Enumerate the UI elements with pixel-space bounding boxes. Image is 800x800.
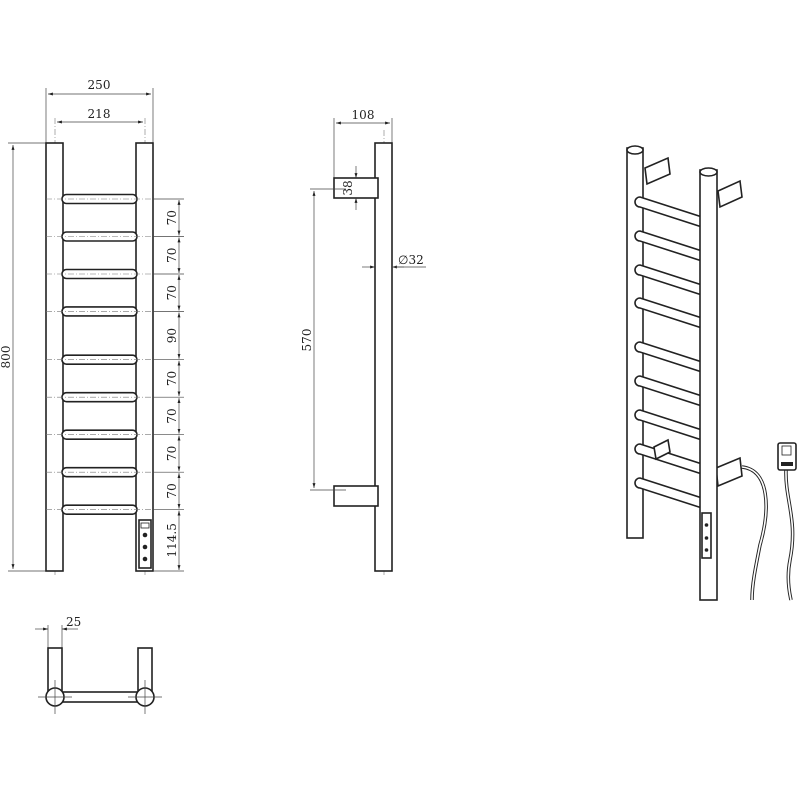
iso-towel-bar [634, 443, 703, 476]
front-view: 250 218 800 70 70 70 90 70 70 70 70 114.5 [0, 78, 184, 575]
dim-bar-spacing: 90 [165, 328, 179, 343]
dim-bar-spacing: 70 [165, 446, 179, 461]
iso-bracket-top-left [644, 156, 671, 186]
dim-bar-spacing: 70 [165, 371, 179, 386]
isometric-view [626, 145, 797, 601]
dim-bar-spacing: 70 [165, 248, 179, 263]
bottom-bracket [333, 485, 379, 507]
dim-center-width: 218 [88, 107, 111, 121]
iso-towel-bar [634, 297, 703, 330]
dim-bar-spacing: 70 [165, 210, 179, 225]
iso-towel-bar [634, 409, 703, 442]
side-rail [374, 142, 393, 572]
side-view: 108 38 ∅32 570 [300, 108, 426, 575]
dim-overall-height: 800 [0, 346, 13, 369]
heating-controller [138, 519, 152, 569]
dim-tube-width: 25 [66, 615, 81, 629]
left-rail [45, 142, 64, 572]
iso-towel-bar [634, 375, 703, 408]
iso-towel-bar [634, 264, 703, 297]
dim-bar-spacing: 70 [165, 483, 179, 498]
iso-towel-bar [634, 477, 703, 510]
iso-towel-bar [634, 230, 703, 263]
iso-bracket-bottom-right [715, 456, 743, 488]
dim-bar-spacing: 70 [165, 285, 179, 300]
dim-tube-diameter: ∅32 [398, 253, 424, 267]
dim-depth: 108 [352, 108, 375, 122]
right-rail [135, 142, 154, 572]
top-view: 25 [35, 615, 162, 714]
iso-bracket-top-right [717, 179, 743, 209]
dim-bracket-height: 38 [341, 180, 355, 195]
iso-controller [701, 512, 712, 559]
iso-towel-bar [634, 341, 703, 374]
dim-bracket-spacing: 570 [300, 329, 314, 352]
dim-overall-width: 250 [88, 78, 111, 92]
dim-bar-spacing: 70 [165, 408, 179, 423]
dim-bar-spacing: 114.5 [165, 523, 179, 557]
iso-towel-bar [634, 196, 703, 229]
